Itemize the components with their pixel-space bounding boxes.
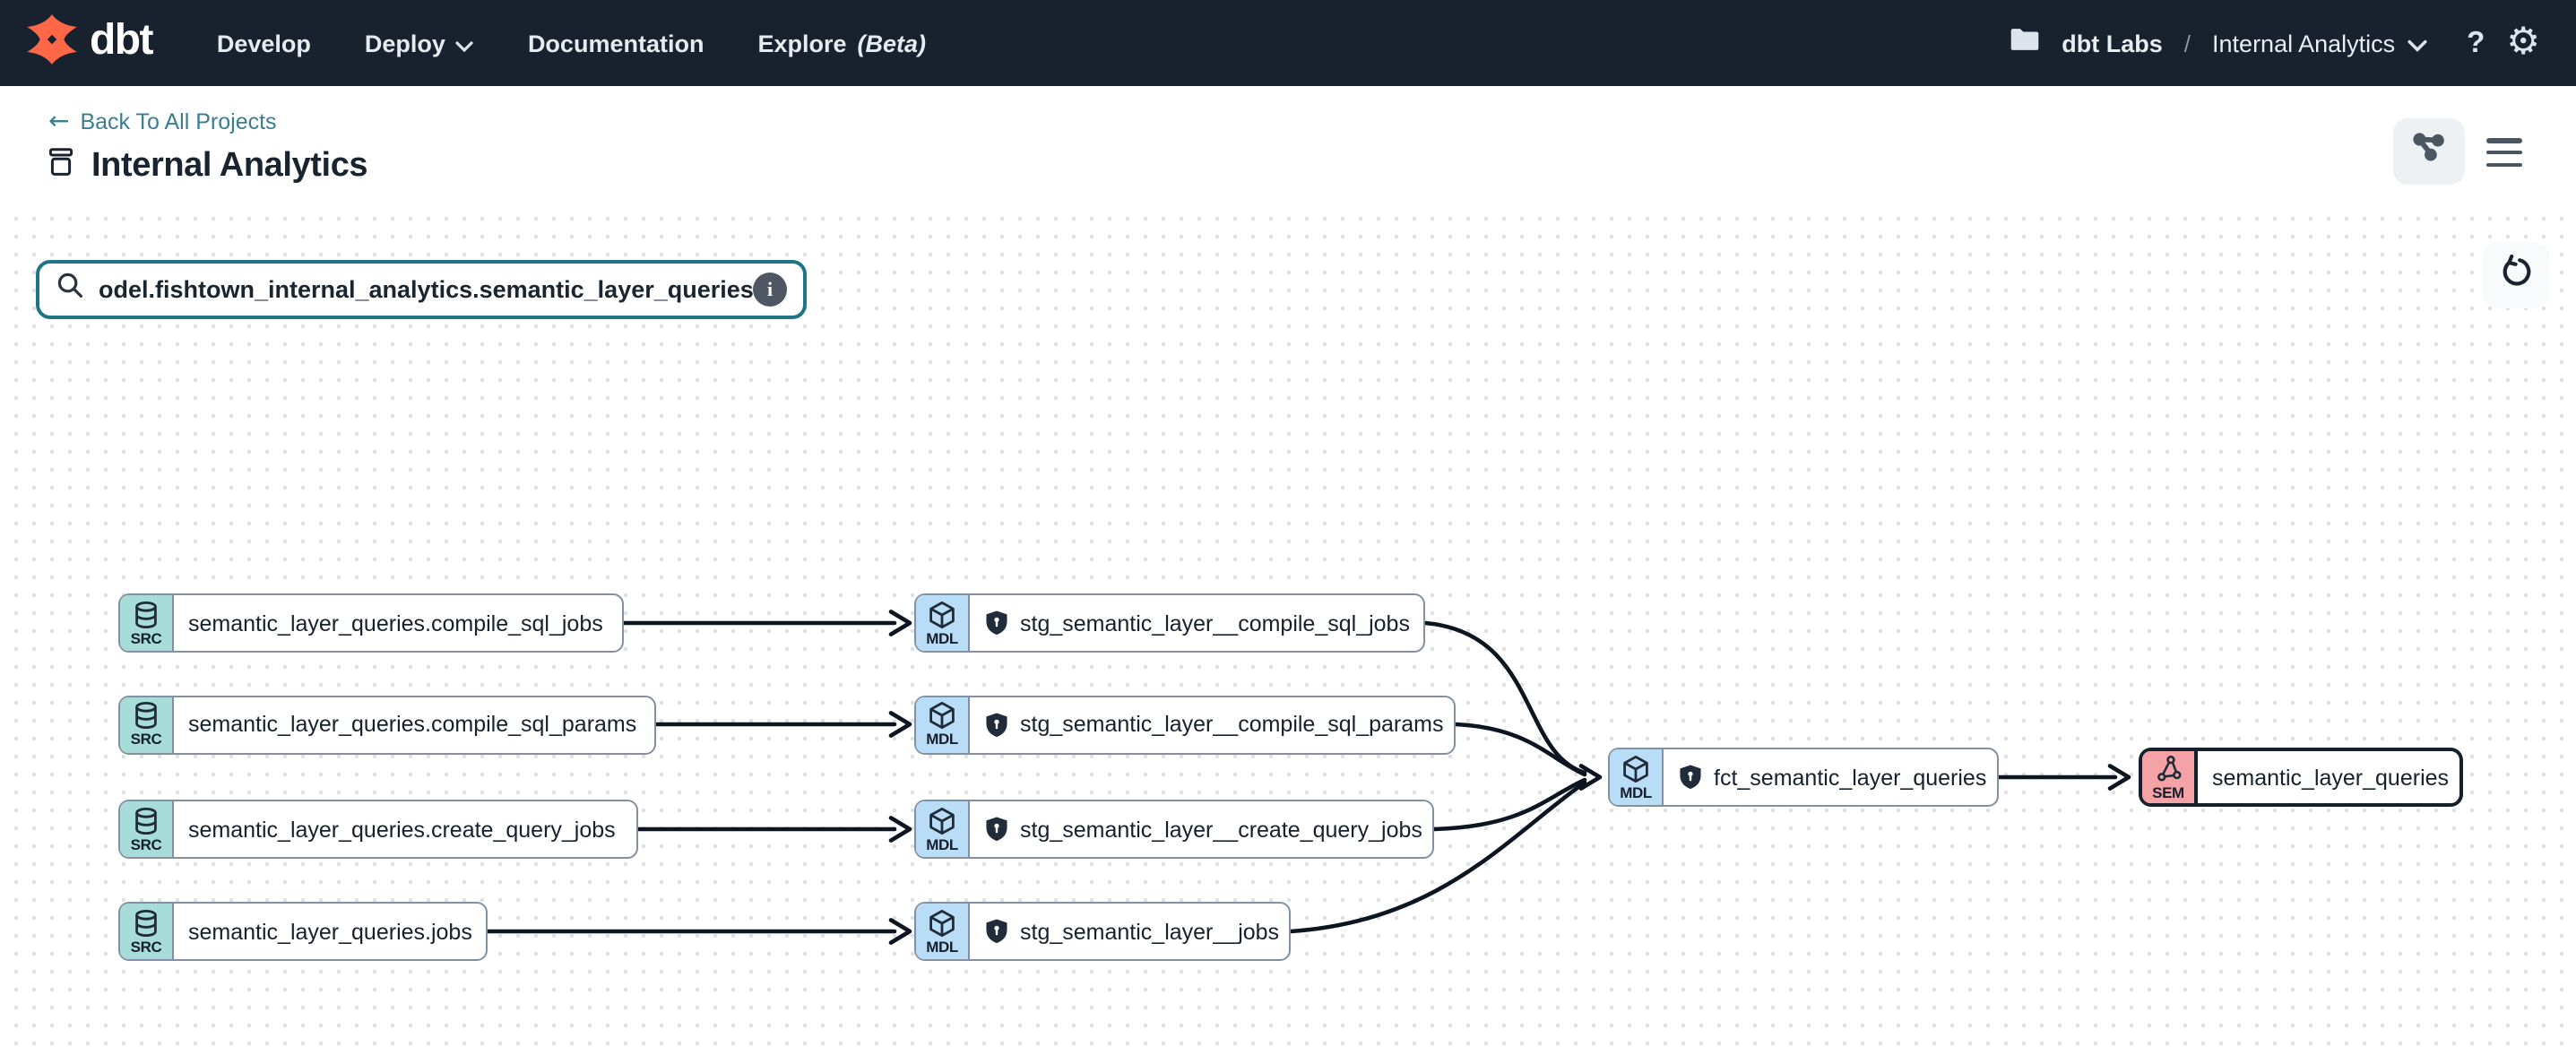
lineage-node-stg-compile-sql-params[interactable]: MDL stg_semantic_layer__compile_sql_param… <box>914 695 1456 754</box>
node-body: fct_semantic_layer_queries <box>1664 749 1997 805</box>
search-input-value: odel.fishtown_internal_analytics.semanti… <box>99 276 754 303</box>
node-body: semantic_layer_queries.compile_sql_param… <box>174 697 654 752</box>
lineage-node-src-create-query-jobs[interactable]: SRC semantic_layer_queries.create_query_j… <box>118 800 638 859</box>
node-body: semantic_layer_queries.create_query_jobs <box>174 801 636 857</box>
node-body: stg_semantic_layer__compile_sql_params <box>970 697 1454 752</box>
nav-item-documentation[interactable]: Documentation <box>527 30 705 56</box>
menu-list-icon[interactable] <box>2486 138 2522 168</box>
shield-check-icon <box>984 816 1009 843</box>
node-type-label: SRC <box>130 835 162 853</box>
node-type-label: MDL <box>926 835 958 853</box>
breadcrumb-project-selector[interactable]: Internal Analytics <box>2212 30 2427 56</box>
node-type-label: SRC <box>130 628 162 647</box>
lineage-node-stg-compile-sql-jobs[interactable]: MDL stg_semantic_layer__compile_sql_jobs <box>914 593 1425 653</box>
node-label: semantic_layer_queries.compile_sql_jobs <box>188 610 603 636</box>
lineage-graph-icon <box>2409 128 2449 175</box>
semantic-graph-icon <box>2154 755 2183 783</box>
lineage-node-src-compile-sql-jobs[interactable]: SRC semantic_layer_queries.compile_sql_jo… <box>118 593 624 653</box>
shield-check-icon <box>984 918 1009 945</box>
nav-item-develop[interactable]: Develop <box>216 30 311 56</box>
node-label: semantic_layer_queries.create_query_jobs <box>188 817 616 842</box>
chevron-down-icon <box>2407 30 2427 56</box>
nav-item-explore[interactable]: Explore (Beta) <box>757 30 927 56</box>
node-label: semantic_layer_queries.jobs <box>188 919 472 944</box>
node-type-badge: MDL <box>916 904 970 959</box>
breadcrumb-account[interactable]: dbt Labs <box>2062 30 2163 56</box>
node-type-label: MDL <box>1620 783 1652 801</box>
database-icon <box>131 601 161 629</box>
cube-icon <box>927 909 957 938</box>
node-label: stg_semantic_layer__compile_sql_params <box>1020 712 1444 737</box>
cube-icon <box>927 702 957 731</box>
nav-item-deploy[interactable]: Deploy <box>365 30 474 56</box>
node-label: fct_semantic_layer_queries <box>1714 765 1987 790</box>
node-body: semantic_layer_queries.jobs <box>174 904 486 959</box>
breadcrumb-separator: / <box>2183 30 2191 56</box>
node-body: stg_semantic_layer__jobs <box>970 904 1289 959</box>
database-icon <box>131 807 161 835</box>
node-type-badge: SEM <box>2142 751 2198 803</box>
lineage-node-semantic-layer-queries[interactable]: SEM semantic_layer_queries <box>2139 748 2463 807</box>
node-body: semantic_layer_queries.compile_sql_jobs <box>174 595 622 651</box>
node-label: semantic_layer_queries.compile_sql_param… <box>188 712 637 737</box>
node-type-label: MDL <box>926 937 958 956</box>
lineage-node-fct-semantic-layer-queries[interactable]: MDL fct_semantic_layer_queries <box>1608 748 1999 807</box>
shield-check-icon <box>1678 764 1703 791</box>
search-input[interactable]: odel.fishtown_internal_analytics.semanti… <box>36 260 807 319</box>
shield-check-icon <box>984 711 1009 738</box>
lineage-node-src-jobs[interactable]: SRC semantic_layer_queries.jobs <box>118 902 488 961</box>
cube-icon <box>927 601 957 629</box>
node-type-badge: MDL <box>916 697 970 752</box>
nav-menu: Develop Deploy Documentation Explore (Be… <box>217 30 926 56</box>
gear-icon[interactable]: ⚙ <box>2506 19 2540 62</box>
help-icon[interactable]: ? <box>2467 26 2485 58</box>
node-type-label: MDL <box>926 628 958 647</box>
back-arrow-icon: ← <box>48 108 70 136</box>
node-body: stg_semantic_layer__create_query_jobs <box>970 801 1432 857</box>
node-type-badge: SRC <box>120 697 174 752</box>
node-label: stg_semantic_layer__create_query_jobs <box>1020 817 1422 842</box>
reset-rotate-icon <box>2499 253 2533 297</box>
lineage-node-stg-create-query-jobs[interactable]: MDL stg_semantic_layer__create_query_jobs <box>914 800 1434 859</box>
top-navbar: dbt Develop Deploy Documentation Explore… <box>0 0 2576 86</box>
node-type-badge: SRC <box>120 904 174 959</box>
page-title: Internal Analytics <box>91 147 368 185</box>
node-label: stg_semantic_layer__jobs <box>1020 919 1280 944</box>
lineage-node-stg-jobs[interactable]: MDL stg_semantic_layer__jobs <box>914 902 1291 961</box>
database-icon <box>131 702 161 731</box>
node-label: semantic_layer_queries <box>2212 765 2450 790</box>
node-type-badge: MDL <box>1610 749 1664 805</box>
shield-check-icon <box>984 610 1009 636</box>
node-body: semantic_layer_queries <box>2198 751 2459 803</box>
database-icon <box>131 909 161 938</box>
dbt-logo-text: dbt <box>90 15 153 64</box>
node-body: stg_semantic_layer__compile_sql_jobs <box>970 595 1423 651</box>
reset-view-button[interactable] <box>2483 242 2549 308</box>
beta-tag: (Beta) <box>857 30 927 56</box>
search-icon <box>56 271 84 308</box>
node-type-badge: SRC <box>120 801 174 857</box>
folder-icon <box>2010 26 2040 60</box>
node-type-badge: SRC <box>120 595 174 651</box>
node-type-label: MDL <box>926 730 958 748</box>
node-type-label: SRC <box>130 730 162 748</box>
dbt-logo[interactable]: dbt <box>25 12 153 74</box>
node-type-badge: MDL <box>916 801 970 857</box>
cube-icon <box>1621 755 1651 783</box>
project-archive-icon <box>47 147 75 186</box>
cube-icon <box>927 807 957 835</box>
node-type-label: SEM <box>2152 783 2184 801</box>
chevron-down-icon <box>456 30 474 56</box>
back-to-projects-link[interactable]: ← Back To All Projects <box>48 108 277 136</box>
info-icon[interactable]: i <box>753 273 787 307</box>
dbt-logo-icon <box>25 12 79 74</box>
node-label: stg_semantic_layer__compile_sql_jobs <box>1020 610 1410 636</box>
lineage-node-src-compile-sql-params[interactable]: SRC semantic_layer_queries.compile_sql_pa… <box>118 695 656 754</box>
page-header: ← Back To All Projects Internal Analytic… <box>0 86 2576 303</box>
lineage-view-button[interactable] <box>2393 118 2465 185</box>
node-type-label: SRC <box>130 937 162 956</box>
node-type-badge: MDL <box>916 595 970 651</box>
